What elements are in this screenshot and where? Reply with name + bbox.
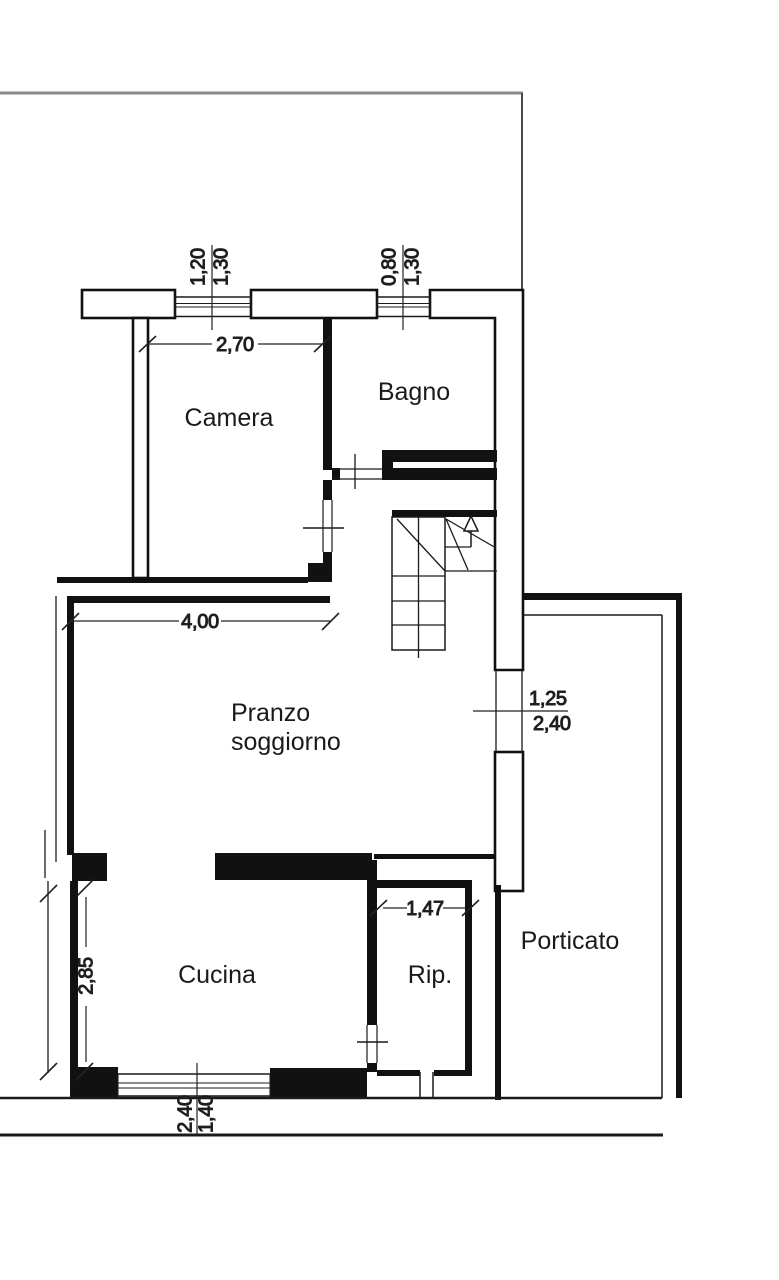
room-labels: Camera Bagno Pranzo soggiorno Cucina Rip…	[178, 378, 619, 989]
walls-rip	[377, 880, 472, 1099]
dim-value-camera-width: 2,70	[216, 334, 254, 356]
dim-window-cucina: 2,40 1,40	[174, 1063, 218, 1135]
dim-value-cucina-depth: 2,85	[75, 957, 97, 995]
dim-value-window-camera-height: 1,30	[210, 248, 232, 286]
property-boundary	[0, 91, 523, 1073]
walls-pranzo	[67, 596, 496, 881]
label-porticato: Porticato	[521, 927, 620, 955]
dim-cucina-depth: 2,85	[39, 878, 98, 1081]
dim-value-window-cucina-width: 2,40	[174, 1095, 196, 1133]
label-cucina: Cucina	[178, 961, 256, 989]
opening-corridor	[332, 454, 382, 489]
dim-window-camera: 1,20 1,30	[187, 245, 233, 330]
dim-rip-width: 1,47	[369, 898, 480, 921]
window-cucina	[117, 1073, 271, 1097]
label-pranzo-line2: soggiorno	[231, 728, 341, 756]
wall-camera-left	[131, 316, 150, 580]
label-bagno: Bagno	[378, 378, 450, 406]
dim-value-pranzo-width: 4,00	[181, 611, 219, 633]
dim-value-window-bagno-height: 1,30	[401, 248, 423, 286]
dim-camera-width: 2,70	[138, 334, 332, 357]
dim-value-window-bagno-width: 0,80	[378, 248, 400, 286]
stairs-up-arrow-icon	[462, 514, 480, 532]
walls-cucina	[70, 860, 388, 1097]
label-pranzo-line1: Pranzo	[231, 699, 310, 727]
dim-value-window-cucina-height: 1,40	[195, 1095, 217, 1133]
wall-camera-right	[303, 317, 344, 582]
label-camera: Camera	[185, 404, 274, 432]
dim-value-door-porticato-width: 1,25	[529, 688, 567, 710]
window-camera	[174, 296, 252, 318]
dim-value-window-camera-width: 1,20	[187, 248, 209, 286]
dim-value-rip-width: 1,47	[406, 898, 444, 920]
walls-bagno	[382, 450, 497, 480]
dim-pranzo-width: 4,00	[61, 611, 340, 634]
terrace-lines	[0, 1096, 663, 1137]
dim-window-bagno: 0,80 1,30	[378, 245, 424, 330]
stairwell	[391, 510, 497, 658]
dim-door-porticato: 1,25 2,40	[473, 688, 572, 736]
stairs	[391, 514, 497, 658]
walls-porticato	[495, 593, 682, 1100]
dim-value-door-porticato-height: 2,40	[533, 713, 571, 735]
exterior-walls	[80, 288, 525, 893]
wall-camera-bottom	[57, 577, 308, 583]
label-rip: Rip.	[408, 961, 452, 989]
